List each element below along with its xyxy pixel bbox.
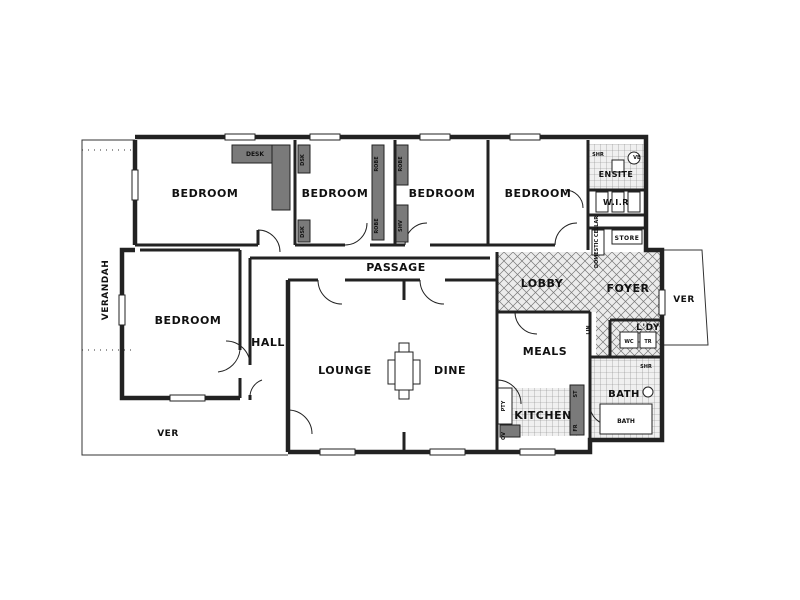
fixture-bath-tub: BATH xyxy=(617,418,635,425)
fixture-labels: DESK DSK DSK ROBE ROBE ROBE SHV SHR VB D… xyxy=(246,151,652,440)
room-bedroom-4: BEDROOM xyxy=(505,187,572,200)
fixture-shv: SHV xyxy=(398,220,404,232)
room-foyer: FOYER xyxy=(607,282,650,295)
fixture-dsk-1: DSK xyxy=(300,153,306,166)
room-wir: W.I.R xyxy=(603,198,629,207)
room-ver-bottom: VER xyxy=(157,429,179,439)
room-ensuite: ENSITE xyxy=(599,170,634,179)
room-lobby: LOBBY xyxy=(521,277,564,290)
fixture-wc: WC xyxy=(624,339,634,345)
room-bath: BATH xyxy=(608,389,640,400)
room-bedroom-3: BEDROOM xyxy=(409,187,476,200)
dining-table xyxy=(387,342,421,400)
room-ver-right: VER xyxy=(673,295,695,305)
room-ldy: L'DY xyxy=(636,323,660,333)
fixture-lin: LIN xyxy=(586,325,592,334)
fixture-robe-3: ROBE xyxy=(398,156,404,172)
room-passage: PASSAGE xyxy=(366,261,425,274)
fixture-ov: OV xyxy=(501,432,507,440)
verandah-right-outline xyxy=(662,249,709,346)
room-bedroom-1: BEDROOM xyxy=(172,187,239,200)
fixture-fr: FR xyxy=(573,424,579,431)
fixture-blocks xyxy=(231,144,585,438)
fixture-pty: PTY xyxy=(501,400,507,411)
room-meals: MEALS xyxy=(523,345,567,358)
fixture-robe-1: ROBE xyxy=(374,156,380,172)
fixture-shr-1: SHR xyxy=(592,152,604,158)
room-bedroom-2: BEDROOM xyxy=(302,187,369,200)
windows xyxy=(118,133,666,456)
room-hall: HALL xyxy=(251,336,285,349)
room-bedroom-5: BEDROOM xyxy=(155,314,222,327)
verandah-outline xyxy=(81,139,288,456)
room-dine: DINE xyxy=(434,364,466,377)
interior-walls xyxy=(135,140,662,452)
fixture-desk: DESK xyxy=(246,151,264,158)
room-store: STORE xyxy=(615,235,640,242)
small-fixtures xyxy=(497,151,657,435)
room-kitchen: KITCHEN xyxy=(514,409,572,422)
room-labels: BEDROOM BEDROOM BEDROOM BEDROOM BEDROOM … xyxy=(101,170,695,439)
room-lounge: LOUNGE xyxy=(318,364,372,377)
fixture-robe-2: ROBE xyxy=(374,218,380,234)
room-verandah: VERANDAH xyxy=(101,260,111,321)
fixture-shr-2: SHR xyxy=(640,364,652,370)
fixture-cellar: DOMESTIC CELLAR xyxy=(594,216,600,268)
fixture-st: ST xyxy=(573,390,579,398)
fixture-dsk-2: DSK xyxy=(300,225,306,238)
fixture-vb: VB xyxy=(633,155,641,161)
fixture-tr: TR xyxy=(644,339,651,345)
